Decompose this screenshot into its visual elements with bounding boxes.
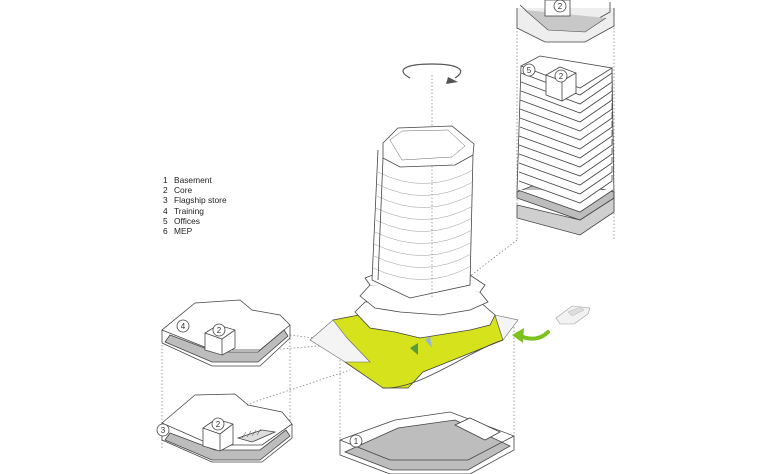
label-offices: 5 [527,66,532,75]
label-store: 3 [161,426,166,435]
training-level: 2 4 [161,299,291,367]
rotation-arrow-icon [402,63,462,84]
car-icon [555,305,591,325]
entrance-arrow-icon [512,328,550,343]
label-core-mep: 2 [558,2,563,11]
mep-level: 2 [516,0,615,43]
label-core-offices: 2 [559,72,564,81]
tower [371,125,475,299]
label-basement: 1 [354,437,359,446]
offices-stack: 2 5 [516,55,615,236]
label-core-training: 2 [217,326,222,335]
store-level: 2 3 [156,393,293,463]
label-training: 4 [181,322,186,331]
basement-level: 1 [339,411,515,474]
label-core-store: 2 [216,420,221,429]
